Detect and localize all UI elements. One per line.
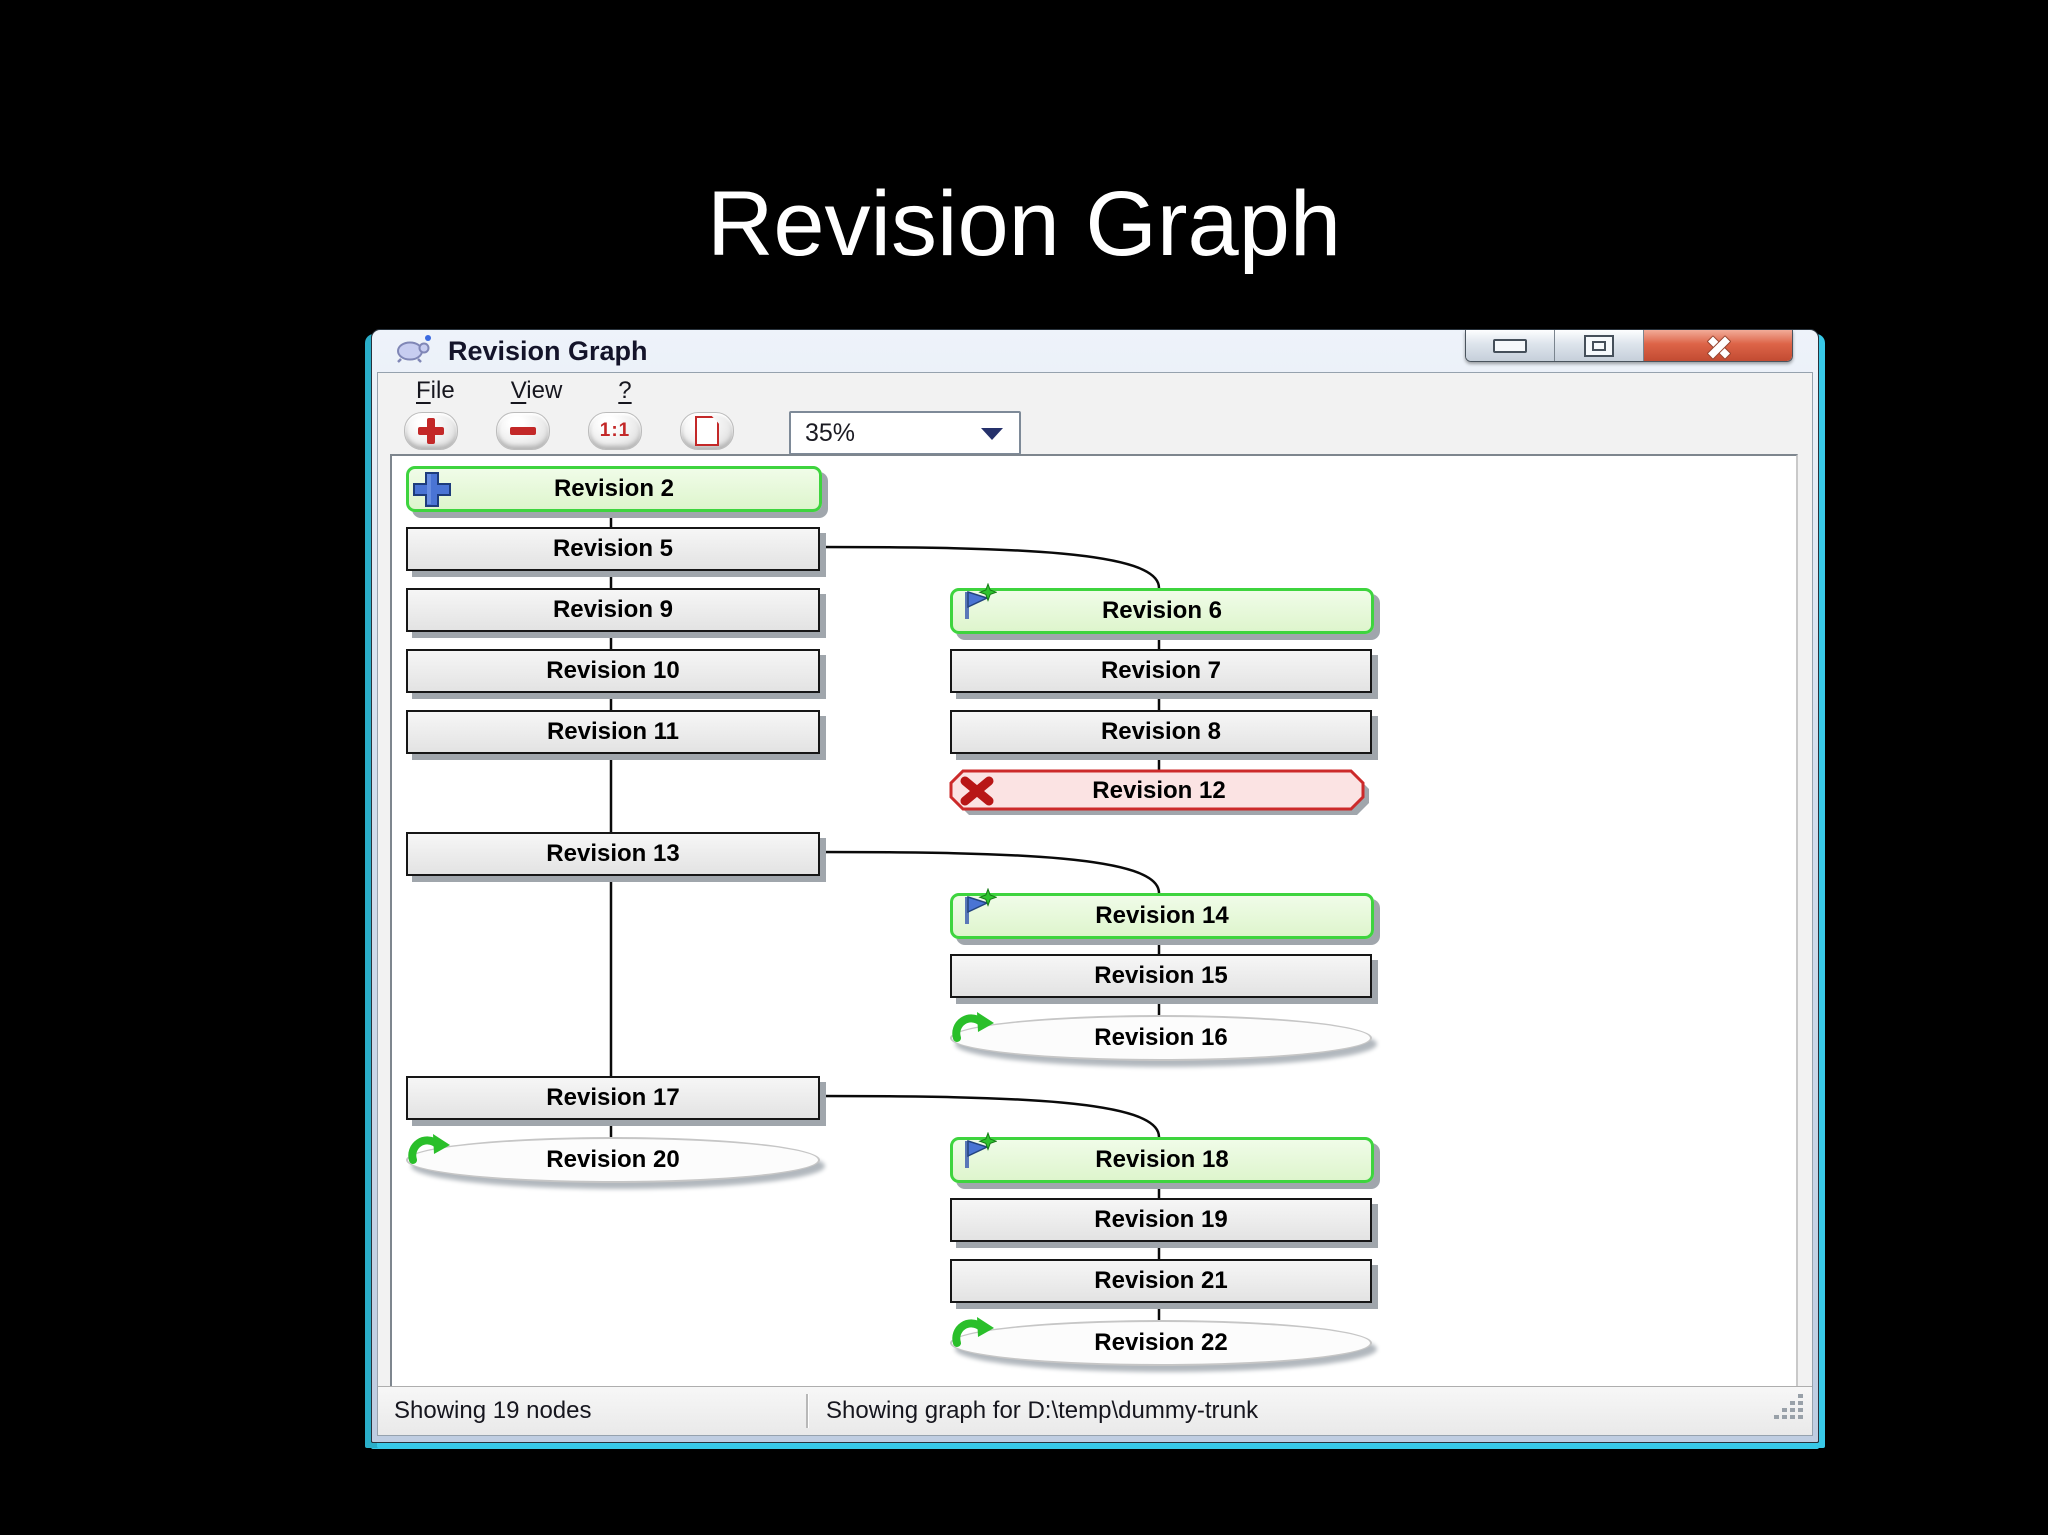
graph-node-revision-12[interactable]: Revision 12 — [949, 769, 1369, 815]
graph-node-revision-6[interactable]: Revision 6 — [950, 582, 1374, 634]
window-controls — [1465, 330, 1793, 362]
node-label: Revision 18 — [1095, 1146, 1229, 1173]
graph-node-revision-10[interactable]: Revision 10 — [406, 649, 820, 693]
node-label: Revision 8 — [1100, 718, 1222, 745]
branch-tag-icon — [959, 1131, 998, 1179]
graph-node-revision-15[interactable]: Revision 15 — [950, 954, 1372, 998]
graph-node-revision-2[interactable]: Revision 2 — [406, 466, 822, 512]
tortoise-app-icon — [394, 334, 434, 369]
menu-item-view[interactable]: View — [510, 377, 563, 404]
graph-node-revision-5[interactable]: Revision 5 — [406, 527, 820, 571]
one-to-one-icon: 1:1 — [599, 420, 631, 441]
revision-graph-window: Revision Graph File View? 1:1 35% Revisio… — [371, 329, 1819, 1443]
graph-node-revision-7[interactable]: Revision 7 — [950, 649, 1372, 693]
graph-node-revision-9[interactable]: Revision 9 — [406, 588, 820, 632]
node-label: Revision 5 — [552, 535, 674, 562]
node-label: Revision 13 — [546, 840, 680, 867]
resize-grip-icon[interactable] — [1774, 1393, 1804, 1427]
status-separator — [806, 1394, 808, 1428]
zoom-level-select[interactable]: 35% — [789, 411, 1021, 455]
node-label: Revision 15 — [1094, 962, 1228, 989]
head-revision-icon — [406, 1129, 452, 1178]
dropdown-arrow-icon — [981, 428, 1003, 440]
maximize-button[interactable] — [1555, 330, 1644, 361]
status-graph-path: Showing graph for D:\temp\dummy-trunk — [826, 1397, 1259, 1424]
zoom-actual-size-button[interactable]: 1:1 — [588, 412, 642, 450]
node-label: Revision 19 — [1094, 1206, 1228, 1233]
node-label: Revision 20 — [546, 1146, 680, 1173]
node-label: Revision 17 — [546, 1084, 680, 1111]
minimize-icon — [1493, 338, 1527, 353]
graph-node-revision-22[interactable]: Revision 22 — [950, 1317, 1372, 1366]
page-title: Revision Graph — [706, 173, 1342, 275]
node-label: Revision 10 — [546, 657, 680, 684]
graph-node-revision-8[interactable]: Revision 8 — [950, 710, 1372, 754]
zoom-out-minus-icon — [510, 427, 536, 435]
status-bar: Showing 19 nodes Showing graph for D:\te… — [378, 1386, 1812, 1435]
graph-node-revision-16[interactable]: Revision 16 — [950, 1012, 1372, 1061]
node-label: Revision 12 — [1092, 777, 1226, 804]
graph-node-revision-20[interactable]: Revision 20 — [406, 1134, 820, 1183]
graph-node-revision-18[interactable]: Revision 18 — [950, 1131, 1374, 1183]
maximize-icon — [1584, 334, 1614, 357]
menu-item-help[interactable]: ? — [618, 377, 632, 404]
zoom-in-button[interactable] — [404, 412, 458, 450]
deleted-icon — [958, 774, 996, 815]
menu-item-file[interactable]: File — [416, 377, 455, 404]
node-label: Revision 6 — [1101, 597, 1223, 624]
menu-bar: File View? — [378, 373, 1812, 409]
graph-node-revision-14[interactable]: Revision 14 — [950, 887, 1374, 939]
close-button[interactable] — [1644, 330, 1792, 361]
minimize-button[interactable] — [1466, 330, 1555, 361]
node-label: Revision 7 — [1100, 657, 1222, 684]
node-label: Revision 21 — [1094, 1267, 1228, 1294]
node-label: Revision 11 — [546, 718, 680, 745]
window-titlebar[interactable]: Revision Graph — [372, 330, 1818, 372]
branch-tag-icon — [959, 582, 998, 630]
node-label: Revision 9 — [552, 596, 674, 623]
status-node-count: Showing 19 nodes — [394, 1397, 592, 1424]
node-label: Revision 2 — [553, 475, 675, 502]
graph-node-revision-17[interactable]: Revision 17 — [406, 1076, 820, 1120]
zoom-level-value: 35% — [805, 418, 856, 447]
graph-node-revision-13[interactable]: Revision 13 — [406, 832, 820, 876]
graph-node-revision-19[interactable]: Revision 19 — [950, 1198, 1372, 1242]
node-label: Revision 16 — [1094, 1024, 1228, 1051]
node-label: Revision 14 — [1095, 902, 1229, 929]
page-icon — [695, 416, 719, 446]
head-revision-icon — [950, 1312, 996, 1361]
zoom-out-button[interactable] — [496, 412, 550, 450]
graph-node-revision-11[interactable]: Revision 11 — [406, 710, 820, 754]
close-icon — [1705, 333, 1731, 359]
added-icon — [411, 470, 453, 515]
zoom-in-plus-icon — [418, 418, 444, 444]
window-title: Revision Graph — [448, 335, 648, 366]
revision-graph-canvas[interactable]: Revision 2 Revision 5 Revision 9 Revision 1… — [390, 454, 1798, 1388]
head-revision-icon — [950, 1007, 996, 1056]
deleted-node-shape — [949, 769, 1369, 815]
toolbar: 1:1 35% — [378, 409, 1812, 455]
overview-window-button[interactable] — [680, 412, 734, 450]
branch-tag-icon — [959, 887, 998, 935]
graph-node-revision-21[interactable]: Revision 21 — [950, 1259, 1372, 1303]
node-label: Revision 22 — [1094, 1329, 1228, 1356]
